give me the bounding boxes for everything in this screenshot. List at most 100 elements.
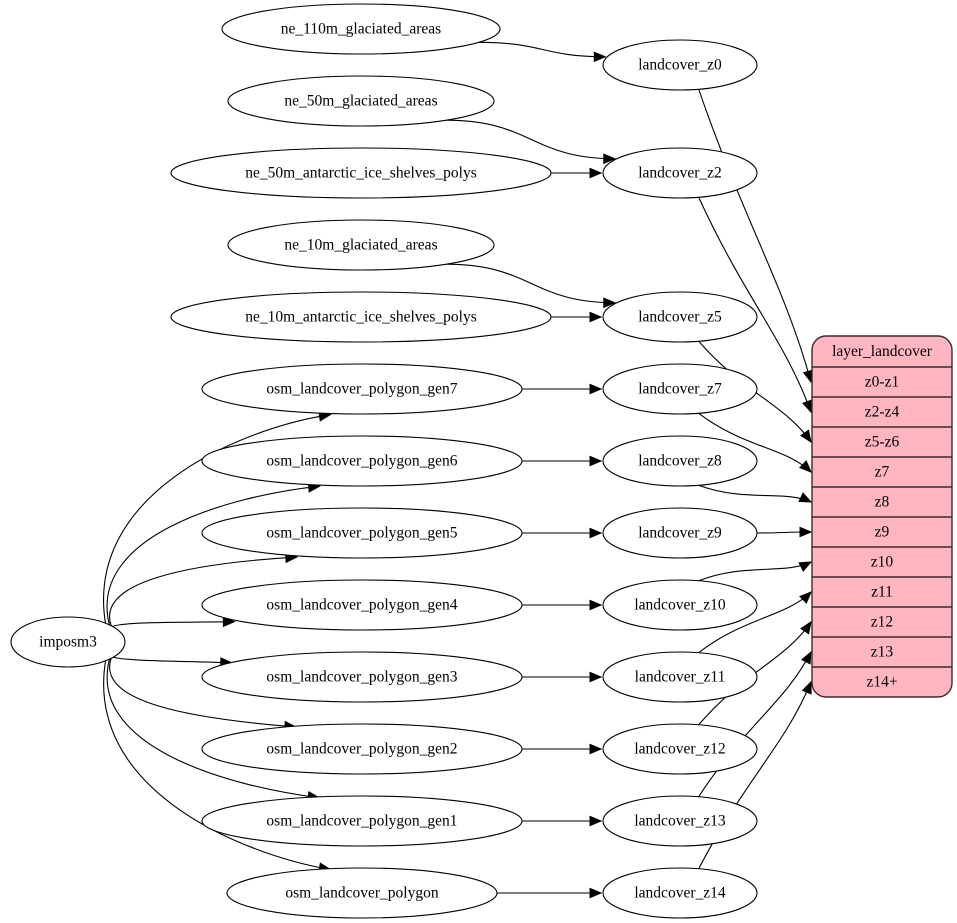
edge-ne_50m_glaciated_areas-to-landcover_z2 [446,119,617,165]
node-shape [227,219,495,271]
edge-ne_110m_glaciated_areas-to-landcover_z0 [478,41,607,63]
graph-node-landcover_z14[interactable]: landcover_z14 [602,867,758,919]
graph-node-osm_landcover_polygon_gen4[interactable]: osm_landcover_polygon_gen4 [201,579,523,631]
edge-arrowhead [589,527,603,539]
node-shape [602,363,758,415]
graph-node-landcover_z5[interactable]: landcover_z5 [602,291,758,343]
edge-landcover_z12-to-table-row-8 [698,620,812,726]
table-row-z10[interactable]: z10 [871,554,894,571]
graph-node-landcover_z0[interactable]: landcover_z0 [602,39,758,91]
node-shape [201,579,523,631]
node-shape [602,795,758,847]
node-shape [602,651,758,703]
edge-osm_landcover_polygon_gen3-to-landcover_z11 [522,671,603,683]
node-shape [201,507,523,559]
layer-landcover-table[interactable]: layer_landcover z0-z1 z2-z4 z5-z6 z7 z8 z9 z10 z… [811,335,953,698]
node-label: osm_landcover_polygon_gen2 [266,741,457,758]
graph-node-osm_landcover_polygon_gen7[interactable]: osm_landcover_polygon_gen7 [201,363,523,415]
graph-node-landcover_z2[interactable]: landcover_z2 [602,147,758,199]
node-shape [602,867,758,919]
table-header-label: layer_landcover [832,343,933,360]
graph-node-landcover_z7[interactable]: landcover_z7 [602,363,758,415]
edge-imposm3-to-osm_landcover_polygon_gen4 [106,616,236,640]
edge-arrowhead [800,429,812,444]
node-label: ne_10m_glaciated_areas [284,237,437,254]
node-shape [602,507,758,559]
node-label: landcover_z13 [634,813,725,830]
graph-node-osm_landcover_polygon_gen5[interactable]: osm_landcover_polygon_gen5 [201,507,523,559]
graph-node-landcover_z13[interactable]: landcover_z13 [602,795,758,847]
edge-osm_landcover_polygon_gen5-to-landcover_z9 [522,527,603,539]
edge-arrowhead [799,526,813,538]
edge-line [698,591,812,654]
edge-landcover_z13-to-table-row-9 [698,650,812,798]
table-row-z12[interactable]: z12 [871,614,893,631]
graph-node-ne_50m_glaciated_areas[interactable]: ne_50m_glaciated_areas [227,75,495,127]
edge-arrowhead [798,492,813,503]
edge-landcover_z11-to-table-row-7 [698,591,812,654]
table-row-z14+[interactable]: z14+ [866,674,897,691]
graph-node-landcover_z11[interactable]: landcover_z11 [602,651,758,703]
node-label: osm_landcover_polygon_gen1 [266,813,457,830]
edge-arrowhead [593,51,607,63]
node-label: ne_50m_glaciated_areas [284,93,437,110]
node-label: ne_10m_antarctic_ice_shelves_polys [245,309,477,326]
edge-line [103,414,331,627]
table-row-z8[interactable]: z8 [875,494,890,511]
table-row-z13[interactable]: z13 [871,644,894,661]
graph-node-ne_10m_glaciated_areas[interactable]: ne_10m_glaciated_areas [227,219,495,271]
table-row-z7[interactable]: z7 [875,464,890,481]
node-shape [201,651,523,703]
edge-line [478,41,606,58]
edge-osm_landcover_polygon-to-landcover_z14 [496,887,603,899]
graph-node-ne_50m_antarctic_ice_shelves_polys[interactable]: ne_50m_antarctic_ice_shelves_polys [170,147,552,199]
edge-line [446,263,615,304]
graph-node-osm_landcover_polygon[interactable]: osm_landcover_polygon [226,867,498,919]
graph-node-osm_landcover_polygon_gen1[interactable]: osm_landcover_polygon_gen1 [201,795,523,847]
edge-line [106,621,235,640]
node-label: osm_landcover_polygon_gen3 [266,669,457,686]
edge-line [103,657,331,871]
table-row-z0-z1[interactable]: z0-z1 [865,374,899,391]
table-row-z11[interactable]: z11 [871,584,893,601]
node-shape [602,435,758,487]
edge-arrowhead [589,455,603,467]
table-row-z9[interactable]: z9 [875,524,890,541]
edge-line [698,412,812,473]
edge-osm_landcover_polygon_gen4-to-landcover_z10 [522,599,603,611]
edge-line [106,485,320,630]
graph-node-ne_110m_glaciated_areas[interactable]: ne_110m_glaciated_areas [221,3,501,55]
node-shape [602,39,758,91]
node-shape [10,616,126,668]
edge-arrowhead [589,887,603,899]
edge-landcover_z5-to-table-row-2 [698,340,812,444]
graph-node-imposm3[interactable]: imposm3 [10,616,126,668]
edge-arrowhead [589,815,603,827]
edge-osm_landcover_polygon_gen2-to-landcover_z12 [521,743,603,755]
edge-arrowhead [800,650,812,665]
edge-line [106,654,320,799]
graph-node-landcover_z9[interactable]: landcover_z9 [602,507,758,559]
node-label: landcover_z2 [638,165,722,182]
node-label: landcover_z14 [634,885,725,902]
edge-landcover_z2-to-table-row-1 [698,197,813,414]
node-label: landcover_z12 [634,741,725,758]
graph-node-ne_10m_antarctic_ice_shelves_polys[interactable]: ne_10m_antarctic_ice_shelves_polys [170,291,552,343]
edge-line [109,649,296,728]
edge-landcover_z9-to-table-row-5 [756,526,813,538]
graph-node-landcover_z8[interactable]: landcover_z8 [602,435,758,487]
node-label: osm_landcover_polygon_gen6 [266,453,457,470]
table-row-z5-z6[interactable]: z5-z6 [865,434,900,451]
graph-node-osm_landcover_polygon_gen3[interactable]: osm_landcover_polygon_gen3 [201,651,523,703]
graph-node-osm_landcover_polygon_gen2[interactable]: osm_landcover_polygon_gen2 [201,723,523,775]
graph-node-osm_landcover_polygon_gen6[interactable]: osm_landcover_polygon_gen6 [201,435,523,487]
edge-landcover_z8-to-table-row-4 [698,484,813,503]
table-row-z2-z4[interactable]: z2-z4 [865,404,900,421]
graph-node-landcover_z12[interactable]: landcover_z12 [602,723,758,775]
edge-landcover_z7-to-table-row-3 [698,412,812,473]
edge-ne_10m_glaciated_areas-to-landcover_z5 [446,263,617,309]
edge-arrowhead [589,743,603,755]
graph-node-landcover_z10[interactable]: landcover_z10 [602,579,758,631]
